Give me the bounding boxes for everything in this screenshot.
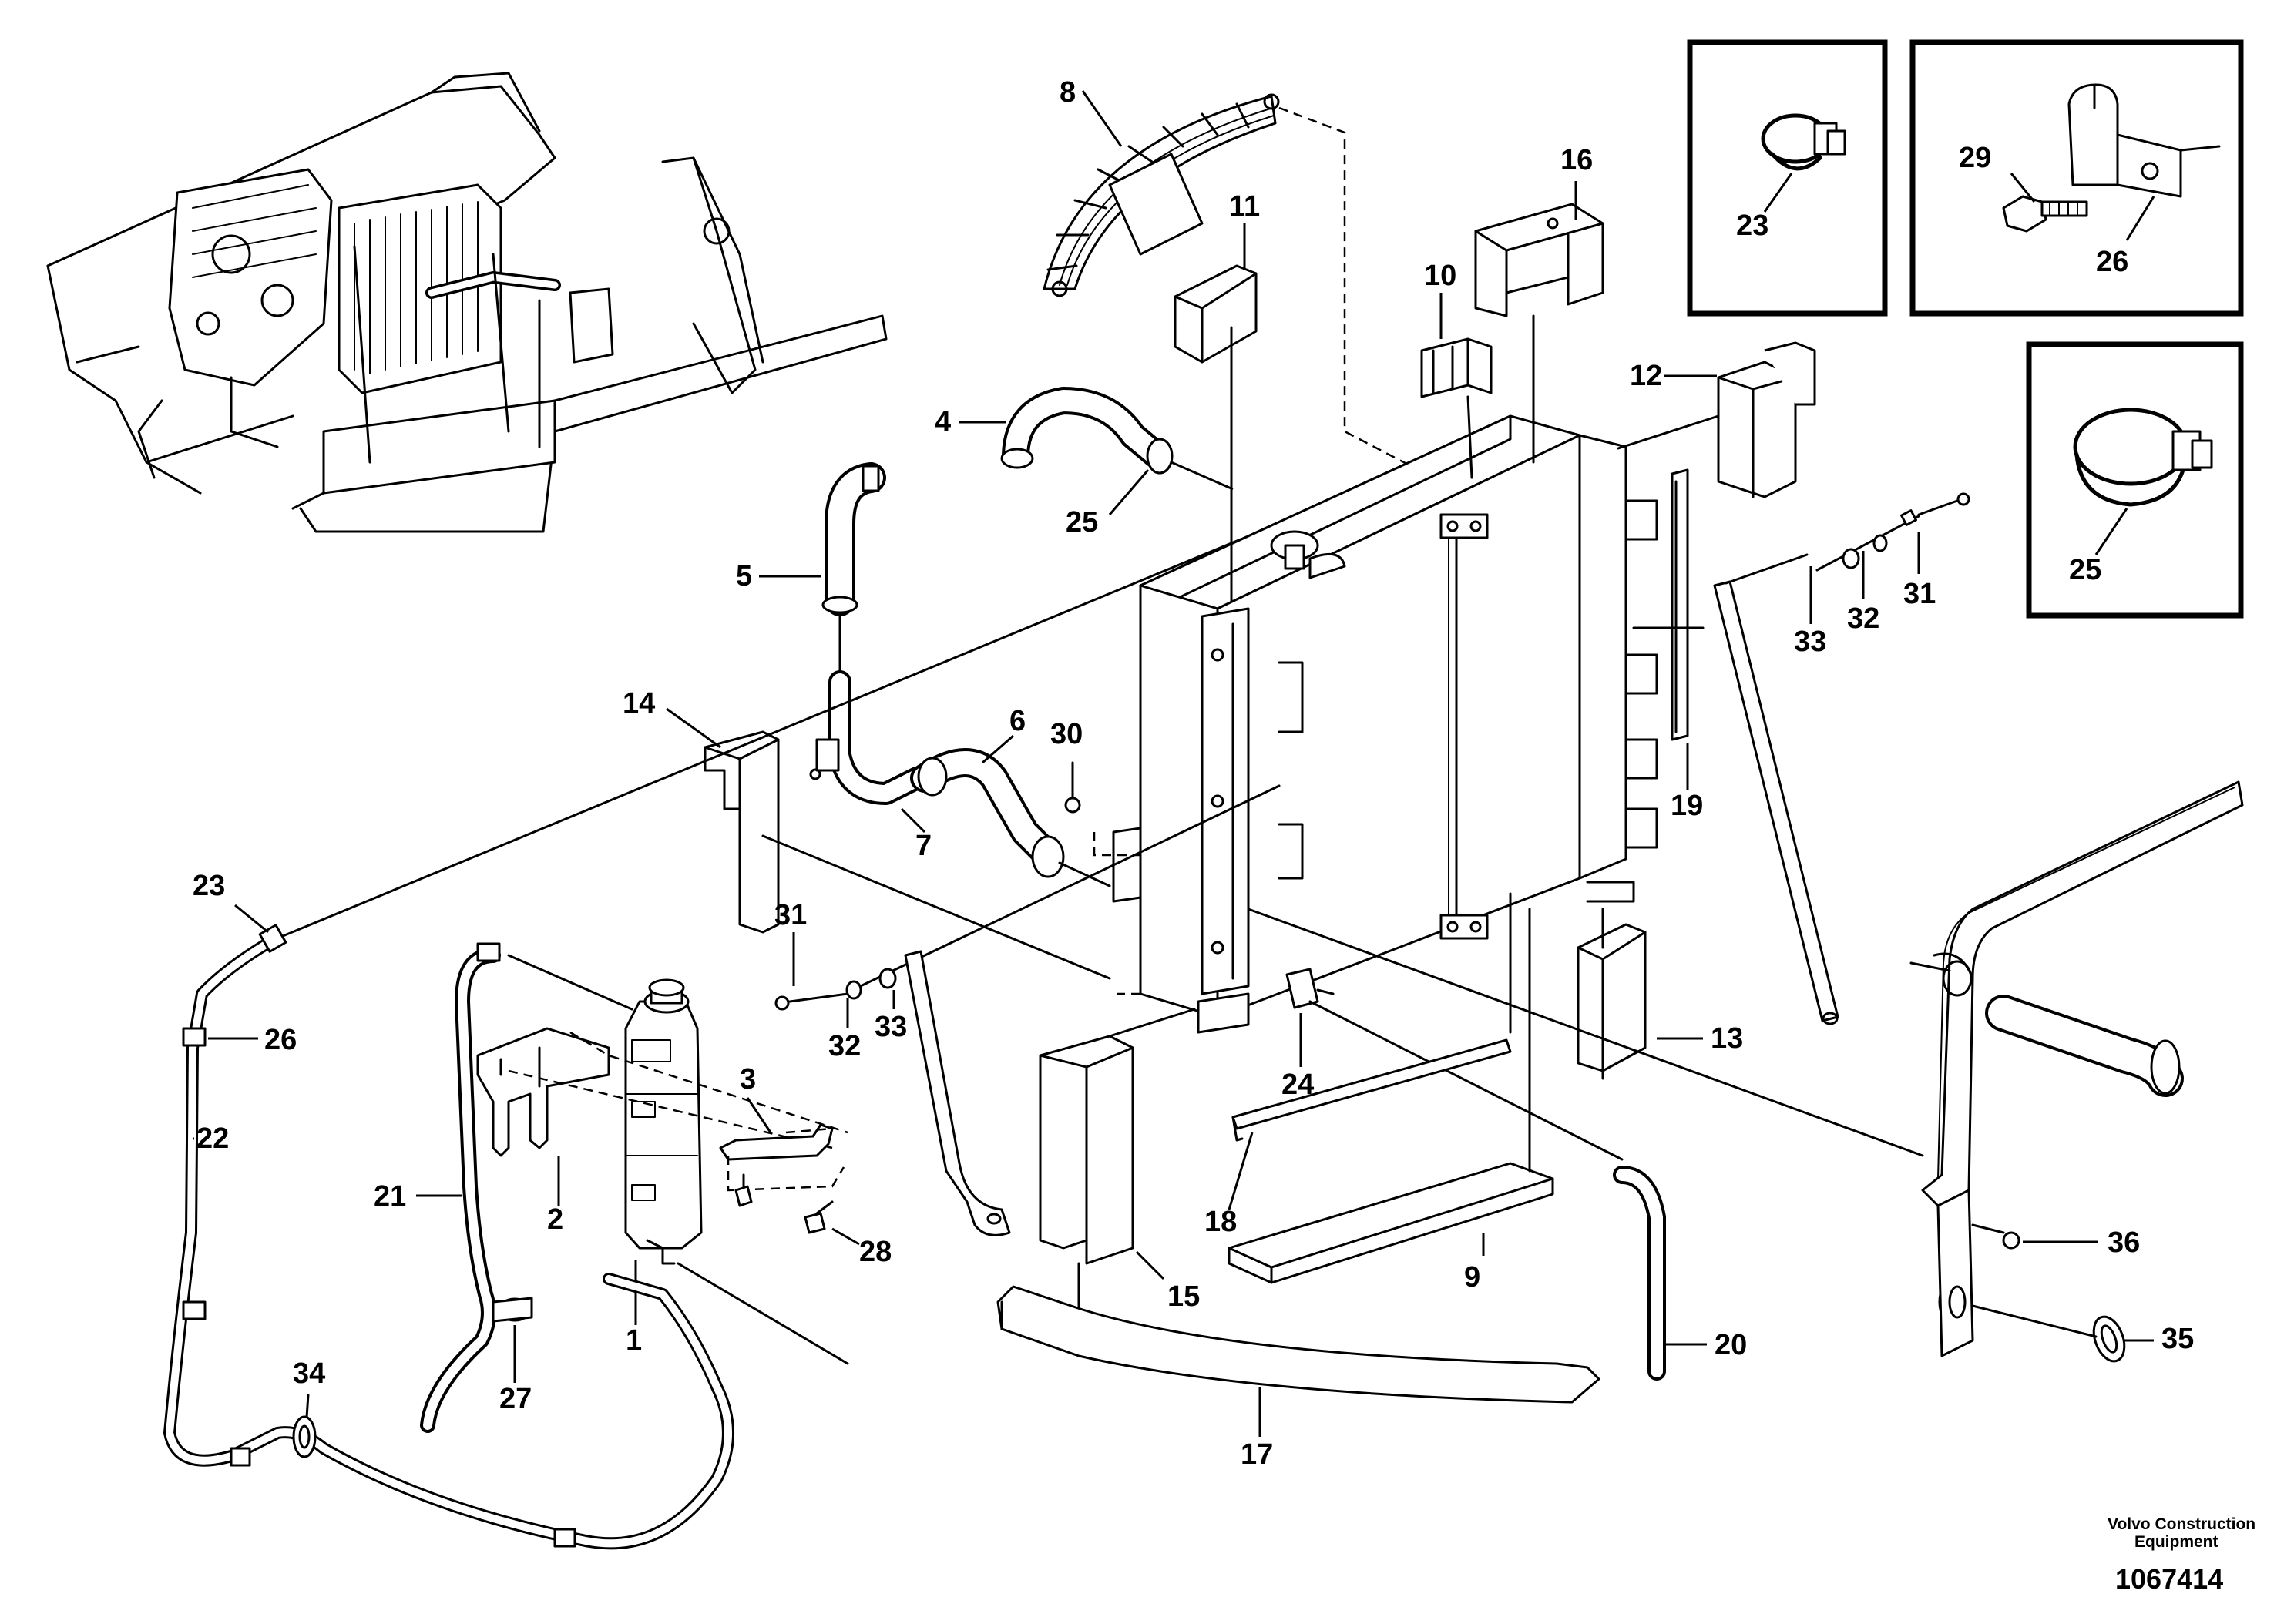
label-15: 15 bbox=[1167, 1280, 1200, 1313]
label-36: 36 bbox=[2108, 1226, 2140, 1259]
bolt-part-30 bbox=[1064, 761, 1081, 814]
seal-strip-part-17 bbox=[996, 1285, 1600, 1404]
label-16: 16 bbox=[1560, 144, 1593, 176]
hose-part-20 bbox=[1613, 1166, 1666, 1381]
label-31-right: 31 bbox=[1903, 578, 1936, 610]
label-4: 4 bbox=[935, 406, 951, 438]
label-27: 27 bbox=[499, 1383, 532, 1415]
inset-box-clamp-25: 25 bbox=[2026, 341, 2244, 619]
label-7: 7 bbox=[915, 830, 932, 862]
label-26: 26 bbox=[264, 1024, 297, 1056]
hose-part-5 bbox=[821, 462, 886, 672]
bolt-part-28 bbox=[734, 1173, 834, 1234]
label-32-left: 32 bbox=[828, 1030, 861, 1062]
machine-overview-illustration bbox=[46, 72, 888, 533]
hose-part-7 bbox=[809, 670, 929, 805]
label-34: 34 bbox=[293, 1357, 325, 1390]
plate-part-9 bbox=[1228, 908, 1554, 1284]
bracket-part-12 bbox=[1617, 341, 1816, 498]
label-12: 12 bbox=[1630, 360, 1662, 392]
label-33-right: 33 bbox=[1794, 626, 1826, 658]
inset-box-clamp-23: 23 bbox=[1687, 39, 1888, 317]
clamp-part-26 bbox=[182, 1027, 576, 1548]
label-6: 6 bbox=[1009, 705, 1026, 737]
label-18: 18 bbox=[1204, 1206, 1237, 1238]
label-11: 11 bbox=[1229, 190, 1260, 223]
fan-guard-part-8 bbox=[1043, 93, 1434, 479]
bolt-part-36 bbox=[1971, 1223, 2020, 1250]
label-23: 23 bbox=[193, 870, 225, 902]
hose-part-22 bbox=[163, 538, 1242, 1550]
credit-line-2: Equipment bbox=[2134, 1533, 2218, 1551]
label-1: 1 bbox=[626, 1324, 642, 1357]
label-33-left: 33 bbox=[875, 1011, 907, 1043]
label-17: 17 bbox=[1241, 1438, 1273, 1471]
label-28: 28 bbox=[859, 1236, 892, 1268]
inset-label-29: 29 bbox=[1959, 142, 1991, 174]
expansion-tank-part-1 bbox=[624, 978, 703, 1265]
figure-number: 1067414 bbox=[2115, 1563, 2223, 1595]
label-9: 9 bbox=[1464, 1261, 1480, 1293]
drain-valve-part-24 bbox=[1285, 968, 1624, 1161]
radiator-assembly bbox=[1093, 414, 1658, 1034]
hose-part-4 bbox=[1000, 387, 1234, 491]
label-10: 10 bbox=[1424, 260, 1456, 292]
label-22: 22 bbox=[196, 1122, 229, 1155]
hose-part-21 bbox=[420, 942, 633, 1433]
bracket-part-3 bbox=[719, 1123, 845, 1192]
stay-rod-right bbox=[1713, 553, 1839, 1025]
label-3: 3 bbox=[740, 1063, 756, 1096]
mount-part-11 bbox=[1174, 264, 1258, 602]
label-21: 21 bbox=[374, 1180, 406, 1213]
bracket-part-16 bbox=[1474, 203, 1604, 464]
bracket-part-14 bbox=[704, 730, 1111, 980]
label-35: 35 bbox=[2161, 1323, 2194, 1355]
pad-part-15 bbox=[1039, 1008, 1196, 1311]
bracket-part-2 bbox=[476, 1027, 848, 1157]
stay-rod-left bbox=[904, 950, 1011, 1236]
label-2: 2 bbox=[547, 1203, 563, 1236]
bolt-set-right bbox=[1815, 492, 1970, 572]
inset-label-25: 25 bbox=[2069, 554, 2101, 586]
label-20: 20 bbox=[1715, 1329, 1747, 1361]
grommet-part-35 bbox=[1971, 1304, 2126, 1363]
inset-label-23: 23 bbox=[1736, 210, 1768, 242]
hose-support-bracket bbox=[1247, 780, 2244, 1357]
label-14: 14 bbox=[623, 687, 655, 720]
label-19: 19 bbox=[1671, 790, 1703, 822]
label-30: 30 bbox=[1050, 718, 1083, 750]
label-32-right: 32 bbox=[1847, 602, 1879, 635]
label-31-left: 31 bbox=[774, 899, 807, 931]
label-13: 13 bbox=[1711, 1022, 1743, 1055]
grommet-part-34 bbox=[292, 1415, 317, 1458]
label-8: 8 bbox=[1060, 76, 1076, 109]
hose-part-6 bbox=[910, 748, 1111, 887]
label-25: 25 bbox=[1066, 506, 1098, 539]
strip-part-18 bbox=[1231, 892, 1512, 1142]
clip-part-27 bbox=[492, 1297, 533, 1323]
mount-part-13 bbox=[1577, 908, 1647, 1080]
label-5: 5 bbox=[736, 560, 752, 592]
strip-part-19 bbox=[1632, 468, 1705, 741]
inset-label-26: 26 bbox=[2096, 246, 2128, 278]
bracket-part-10 bbox=[1420, 337, 1493, 479]
inset-box-clamp-26: 29 26 bbox=[1909, 39, 2244, 317]
credit-line-1: Volvo Construction bbox=[2108, 1515, 2255, 1533]
